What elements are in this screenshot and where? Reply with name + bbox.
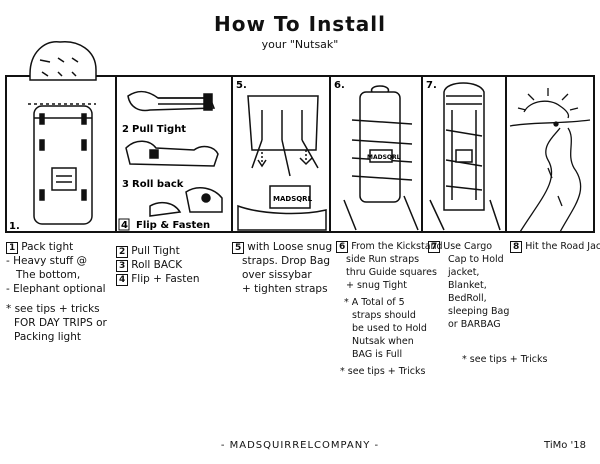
step-7-number: 7 [428, 241, 441, 253]
step-6-line-2: side Run straps [346, 254, 420, 265]
step-6-number: 6 [336, 241, 349, 253]
panel-4-bag-label: MADSQRL [367, 154, 401, 161]
step-6-line-1: From the Kickstand [351, 241, 443, 252]
step-6-line-4: + snug Tight [346, 280, 407, 291]
step-7-line-8: * see tips + Tricks [462, 354, 548, 365]
panel-2-flip-label: Flip & Fasten [136, 220, 210, 231]
step-1-line-1: Pack tight [21, 241, 74, 253]
panel-3-bag-label: MADSQRL [273, 195, 313, 203]
step-7-line-7: or BARBAG [448, 319, 501, 330]
step-6-line-10: * see tips + Tricks [340, 366, 426, 377]
step-5-line-3: over sissybar [242, 269, 312, 281]
step-7-line-1: Use Cargo [443, 241, 493, 252]
step-6-line-8: Nutsak when [352, 336, 414, 347]
panel-4-number: 6. [334, 80, 345, 91]
footer-company: - MADSQUIRRELCOMPANY - [220, 440, 380, 451]
step-5-line-1: with Loose snug [247, 241, 333, 253]
step-6-line-3: thru Guide squares [346, 267, 437, 278]
step-3-line: Roll BACK [131, 259, 183, 271]
step-6-line-9: BAG is Full [352, 349, 403, 360]
step-3-number: 3 [116, 260, 129, 272]
step-4-number: 4 [116, 274, 129, 286]
step-1-line-3: The bottom, [16, 269, 81, 281]
step-5-number: 5 [232, 242, 245, 254]
step-2-number: 2 [116, 246, 129, 258]
panel-5-drawing [429, 82, 501, 231]
artist-signature: TiMo '18 [544, 440, 586, 451]
panel-1-drawing [28, 41, 97, 225]
step-5-line-2: straps. Drop Bag [242, 255, 331, 267]
panel-4-drawing [343, 85, 419, 231]
panel-2-drawing [125, 90, 223, 217]
step-8-line-1: Hit the Road Jack [525, 241, 600, 252]
step-7-line-3: jacket, [448, 267, 480, 278]
step-1-line-5: * see tips + tricks [6, 303, 100, 315]
step-5-line-4: + tighten straps [242, 283, 328, 295]
panel-5-number: 7. [426, 80, 437, 91]
step-1-line-2: - Heavy stuff @ [6, 255, 87, 267]
step-7-line-4: Blanket, [448, 280, 487, 291]
step-7-line-5: BedRoll, [448, 293, 487, 304]
step-4-line: Flip + Fasten [131, 273, 200, 285]
step-1-line-7: Packing light [14, 331, 81, 343]
step-8-number: 8 [510, 241, 523, 253]
panel-3-drawing [237, 95, 327, 231]
panel-1-number: 1. [9, 221, 20, 232]
panel-2-pull-label: Pull Tight [132, 124, 186, 135]
step-2-line: Pull Tight [131, 245, 180, 257]
panel-2-num-2: 2 [122, 124, 129, 135]
step-1-line-4: - Elephant optional [6, 283, 106, 295]
panel-2-roll-label: Roll back [132, 179, 184, 190]
panel-6-drawing [509, 88, 591, 233]
step-7-line-2: Cap to Hold [448, 254, 504, 265]
step-6-line-7: be used to Hold [352, 323, 427, 334]
step-6-line-6: straps should [352, 310, 416, 321]
page-subtitle: your "Nutsak" [261, 38, 339, 51]
step-7-line-6: sleeping Bag [448, 306, 510, 317]
panel-6-frame [505, 75, 595, 233]
page-title: How To Install [214, 12, 386, 36]
step-6-line-5: * A Total of 5 [344, 297, 405, 308]
panel-3-number: 5. [236, 80, 247, 91]
panel-2-number: 4 [121, 220, 128, 231]
step-1-line-6: FOR DAY TRIPS or [14, 317, 107, 329]
panel-2-num-3: 3 [122, 179, 129, 190]
step-1-number: 1 [6, 242, 19, 254]
